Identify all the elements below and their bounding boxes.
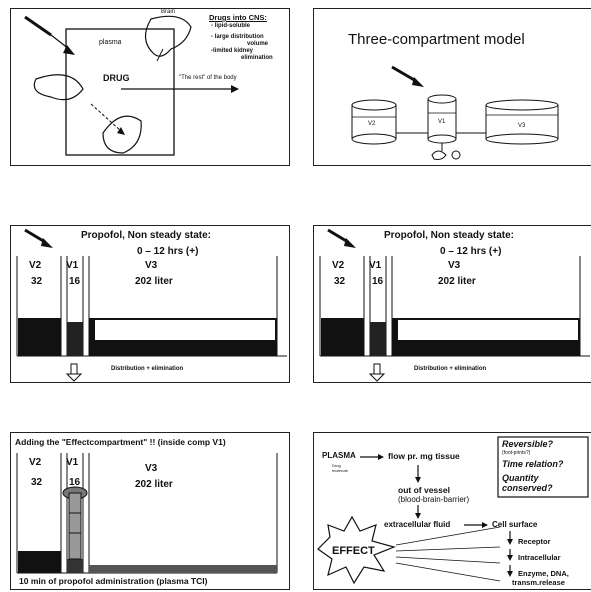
slide3-v3: V3 — [145, 260, 158, 271]
cns-item: - lipid-soluble — [211, 23, 250, 29]
slide5-liters: 202 liter — [135, 479, 173, 490]
slide5-v1: V1 — [66, 457, 79, 468]
slide5-title: Adding the "Effectcompartment" !! (insid… — [15, 437, 226, 447]
flow-label: flow pr. mg tissue — [388, 451, 460, 461]
cns-item: elimination — [241, 55, 273, 61]
slide3-n16: 16 — [69, 276, 81, 287]
slide3-v1: V1 — [66, 260, 79, 271]
slide2-title: Three-compartment model — [348, 31, 525, 48]
slide6-diagram — [317, 436, 589, 585]
q-quantity: Quantity — [502, 473, 539, 483]
q-footprints: (foot-prints?) — [502, 450, 531, 456]
slide3-diagram — [16, 228, 287, 382]
slide3-title: Propofol, Non steady state: — [81, 230, 212, 241]
plasma-label: PLASMA — [322, 451, 356, 460]
slide-drug-effect-pathway: PLASMA Drug molecule flow pr. mg tissue … — [313, 432, 591, 590]
slide-effect-compartment: Adding the "Effectcompartment" !! (insid… — [10, 432, 290, 590]
transm-label: transm.release — [512, 578, 565, 587]
plasma-label: plasma — [99, 39, 122, 46]
brain-label: Brain — [161, 9, 176, 15]
drug-molecule-label: Drug molecule — [332, 463, 349, 473]
bbb-label: (blood-brain-barrier) — [398, 495, 470, 504]
slide-three-compartment-model: Three-compartment model V2 V1 V3 — [313, 8, 591, 166]
slide5-v2: V2 — [29, 457, 42, 468]
cell-surface-label: Cell surface — [492, 520, 538, 529]
slide4-diagram — [319, 228, 590, 382]
slide4-title: Propofol, Non steady state: — [384, 230, 515, 241]
slide3-hours: 0 – 12 hrs (+) — [137, 246, 199, 257]
slide-propofol-non-steady-state-1: Propofol, Non steady state: 0 – 12 hrs (… — [10, 225, 290, 383]
effect-label: EFFECT — [332, 545, 375, 557]
slide4-liters: 202 liter — [438, 276, 476, 287]
cns-item: volume — [247, 41, 269, 47]
slide5-v3: V3 — [145, 463, 158, 474]
slide4-v3: V3 — [448, 260, 461, 271]
extracellular-label: extracellular fluid — [384, 520, 451, 529]
slide-propofol-non-steady-state-2: Propofol, Non steady state: 0 – 12 hrs (… — [313, 225, 591, 383]
slide4-caption: Distribution + elimination — [414, 366, 487, 372]
slide4-hours: 0 – 12 hrs (+) — [440, 246, 502, 257]
enzyme-label: Enzyme, DNA, — [518, 569, 569, 578]
slide4-v1: V1 — [369, 260, 382, 271]
q-conserved: conserved? — [502, 483, 553, 493]
slide5-diagram — [16, 453, 278, 574]
cns-title: Drugs into CNS: — [209, 13, 267, 22]
drug-label: DRUG — [103, 73, 130, 83]
slide5-n32: 32 — [31, 477, 43, 488]
slide3-n32: 32 — [31, 276, 43, 287]
intracellular-label: Intracellular — [518, 553, 561, 562]
v3-label: V3 — [518, 123, 526, 129]
cns-item: - large distribution — [211, 34, 264, 40]
slide1-diagram — [24, 15, 239, 156]
slide4-n32: 32 — [334, 276, 346, 287]
v2-label: V2 — [368, 121, 376, 127]
slide3-caption: Distribution + elimination — [111, 366, 184, 372]
slide-cns-drug-distribution: Brain plasma DRUG "The rest" of the body… — [10, 8, 290, 166]
out-of-vessel-label: out of vessel — [398, 485, 450, 495]
three-compartment-diagram — [351, 65, 559, 160]
slide3-liters: 202 liter — [135, 276, 173, 287]
slide3-v2: V2 — [29, 260, 42, 271]
slide5-n16: 16 — [69, 477, 81, 488]
q-time-relation: Time relation? — [502, 459, 564, 469]
rest-of-body-label: "The rest" of the body — [179, 75, 237, 81]
slide4-n16: 16 — [372, 276, 384, 287]
slide5-caption: 10 min of propofol administration (plasm… — [19, 576, 208, 586]
slide4-v2: V2 — [332, 260, 345, 271]
cns-item: -limited kidney — [211, 48, 254, 54]
v1-label: V1 — [438, 119, 446, 125]
q-reversible: Reversible? — [502, 439, 554, 449]
receptor-label: Receptor — [518, 537, 551, 546]
